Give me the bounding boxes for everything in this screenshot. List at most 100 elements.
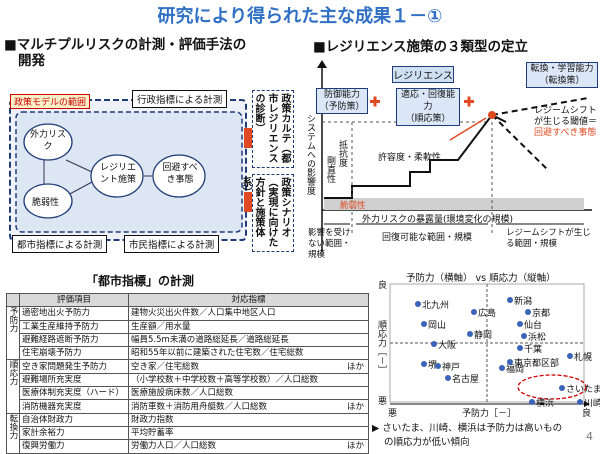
item-cell: 避難経路遮断予防力 <box>19 332 129 348</box>
resilience-diagram: レジリエンス 転換・学習能力 （転換策） 防御能力 （予防策） 適応・回復能力 … <box>300 60 600 260</box>
indicator-cell: 消防車数＋消防用舟艇数／人口総数ほか <box>128 399 369 414</box>
range-label: 政策モデルの範囲 <box>10 94 91 109</box>
table-row: 消防機器充実度消防車数＋消防用舟艇数／人口総数ほか <box>7 399 369 414</box>
group-label: 予防力 <box>6 306 20 361</box>
item-cell: 適密地出火予防力 <box>19 306 129 321</box>
resilience-policy-node: レジリエント施策 <box>99 163 136 185</box>
right-heading: ■レジリエンス施策の３類型の定立 <box>313 39 528 55</box>
indicator-text: 医療施設病床数／人口総数 <box>131 388 234 399</box>
indicator-cell: 幅員5.5m未満の道路総延長／道路総延長 <box>128 332 369 348</box>
city-point <box>421 361 427 367</box>
note-line2: の順応力が低い傾向 <box>384 437 470 448</box>
transform-label: 転換・学習能力 <box>530 64 594 74</box>
scatter-svg <box>389 283 590 407</box>
regime-shift-note: レジームシフト が生じる閾値＝ 回避すべき事態 <box>534 106 597 139</box>
range3-label: レジームシフトが生じる範囲・規模 <box>506 228 591 249</box>
resist-label: 抵抗度 <box>337 140 347 167</box>
indicator-cell: 平均貯蓄率 <box>128 425 369 441</box>
city-label: 大阪 <box>438 341 457 351</box>
indicator-text: 財政力指数 <box>131 414 174 425</box>
city-point <box>567 353 573 359</box>
policy-scenario: 政策シナリオ（実現に向けた方針と施策体系） <box>240 174 294 252</box>
city-point <box>517 345 523 351</box>
city-label: 東京都区部 <box>514 359 560 369</box>
citizen-indicator-label: 市民指標による計測 <box>124 235 220 253</box>
city-point <box>445 375 451 381</box>
indicator-cell: 昭和55年以前に建築された住宅数／住宅総数 <box>128 346 369 361</box>
avoid-node: 回避すべき事態 <box>162 163 198 185</box>
transform-capacity-box: 転換・学習能力 （転換策） <box>526 62 598 88</box>
indicator-cell: 財政力指数 <box>128 412 369 427</box>
x-bad-label: 悪 <box>388 409 398 419</box>
city-label: 北九州 <box>422 301 450 311</box>
city-point <box>525 309 531 315</box>
y-bad-label: 悪 <box>378 397 388 407</box>
indicator-cell: 建物火災出火件数／人口集中地区人口 <box>128 306 369 321</box>
note-text: ほか <box>346 441 364 452</box>
city-point <box>507 359 513 365</box>
transform-sub: （転換策） <box>539 76 585 86</box>
threshold-label: が生じる閾値＝ <box>534 117 598 127</box>
plus-icon-2 <box>464 96 474 107</box>
city-point <box>529 399 535 405</box>
item-cell: 医療体制充実度（ハード） <box>19 386 129 401</box>
city-label: 川崎 <box>584 399 600 409</box>
range1-label: 影響を受けない範囲・規模 <box>308 228 351 260</box>
indicator-text: 労働力人口／人口総数 <box>131 441 217 452</box>
city-label: 横浜 <box>536 399 555 409</box>
city-label: 千葉 <box>524 345 543 355</box>
highlight-ellipse <box>517 374 587 400</box>
city-label: 名古屋 <box>452 375 480 385</box>
item-cell: 復興労働力 <box>19 439 129 454</box>
indicator-text: 平均貯蓄率 <box>131 428 174 439</box>
table-row: 予防力適密地出火予防力建物火災出火件数／人口集中地区人口 <box>6 306 369 361</box>
table-row: 避難場所充実度（小学校数＋中学校数＋高等学校数）／人口総数 <box>7 372 369 388</box>
city-label: 札幌 <box>574 353 593 363</box>
city-label: 岡山 <box>428 321 447 331</box>
city-point <box>467 331 473 337</box>
table-row: 住宅崩壊予防力昭和55年以前に建築された住宅数／住宅総数 <box>7 346 369 361</box>
note-text: ほか <box>346 361 364 372</box>
external-risk-node: 外力リスク <box>30 130 67 152</box>
city-indicator-label: 都市指標による計測 <box>12 235 108 253</box>
scatter-note: ▶ さいたま、川崎、横浜は予防力は高いもの の順応力が低い傾向 <box>372 420 562 448</box>
col-header-item: 評価項目 <box>19 292 129 308</box>
avoid-state-label: 回避すべき事態 <box>534 128 597 138</box>
city-point <box>415 301 421 307</box>
vulnerability-label: 脆弱性 <box>340 201 366 211</box>
indicator-table: 評価項目 対応指標 予防力適密地出火予防力建物火災出火件数／人口集中地区人口工業… <box>6 292 369 454</box>
item-cell: 避難場所充実度 <box>19 372 129 388</box>
city-label: 新潟 <box>514 297 533 307</box>
city-point <box>559 385 565 391</box>
city-point <box>499 365 505 371</box>
city-point <box>521 333 527 339</box>
indicator-text: 生産額／用水量 <box>131 321 191 332</box>
city-point <box>435 363 441 369</box>
group-label: 転換力 <box>6 412 20 454</box>
indicator-cell: （小学校数＋中学校数＋高等学校数）／人口総数 <box>128 372 369 388</box>
scatter-title: 予防力（横軸） vs 順応力（縦軸） <box>406 273 556 284</box>
indicator-text: 昭和55年以前に建築された住宅数／住宅総数 <box>131 348 304 359</box>
left-heading-line2: 開発 <box>18 53 45 69</box>
note-text: ほか <box>346 401 364 412</box>
item-cell: 自治体財政力 <box>19 412 129 427</box>
table-row: 復興労働力労働力人口／人口総数 ほか <box>7 439 369 454</box>
tolerance-label: 許容度・柔軟性 <box>378 153 442 163</box>
left-heading: ■マルチプルリスクの計測・評価手法の <box>4 37 247 53</box>
resilience-header: レジリエンス <box>392 66 454 83</box>
adapt-capacity-box: 適応・回復能力 （順応策） <box>396 88 460 126</box>
indicator-cell: 労働力人口／人口総数 ほか <box>128 439 369 454</box>
y-good-label: 良 <box>378 281 388 291</box>
city-label: 堺 <box>428 361 438 371</box>
model-diagram: 政策モデルの範囲 行政指標による計測 外力リスク 脆弱性 レジリエント施策 回避… <box>4 88 296 258</box>
group-header <box>6 292 20 308</box>
city-label: 浜松 <box>528 333 547 343</box>
col-header-indicator: 対応指標 <box>128 292 369 308</box>
regime-shift-label: レジームシフト <box>534 106 597 116</box>
city-label: さいたま <box>566 385 600 395</box>
defense-sub: （予防策） <box>319 102 365 112</box>
table-row: 家計余裕力平均貯蓄率 <box>7 425 369 441</box>
city-point <box>471 309 477 315</box>
indicator-text: 空き家／住宅総数 <box>131 361 200 372</box>
item-cell: 空き家問題発生予防力 <box>19 359 129 374</box>
